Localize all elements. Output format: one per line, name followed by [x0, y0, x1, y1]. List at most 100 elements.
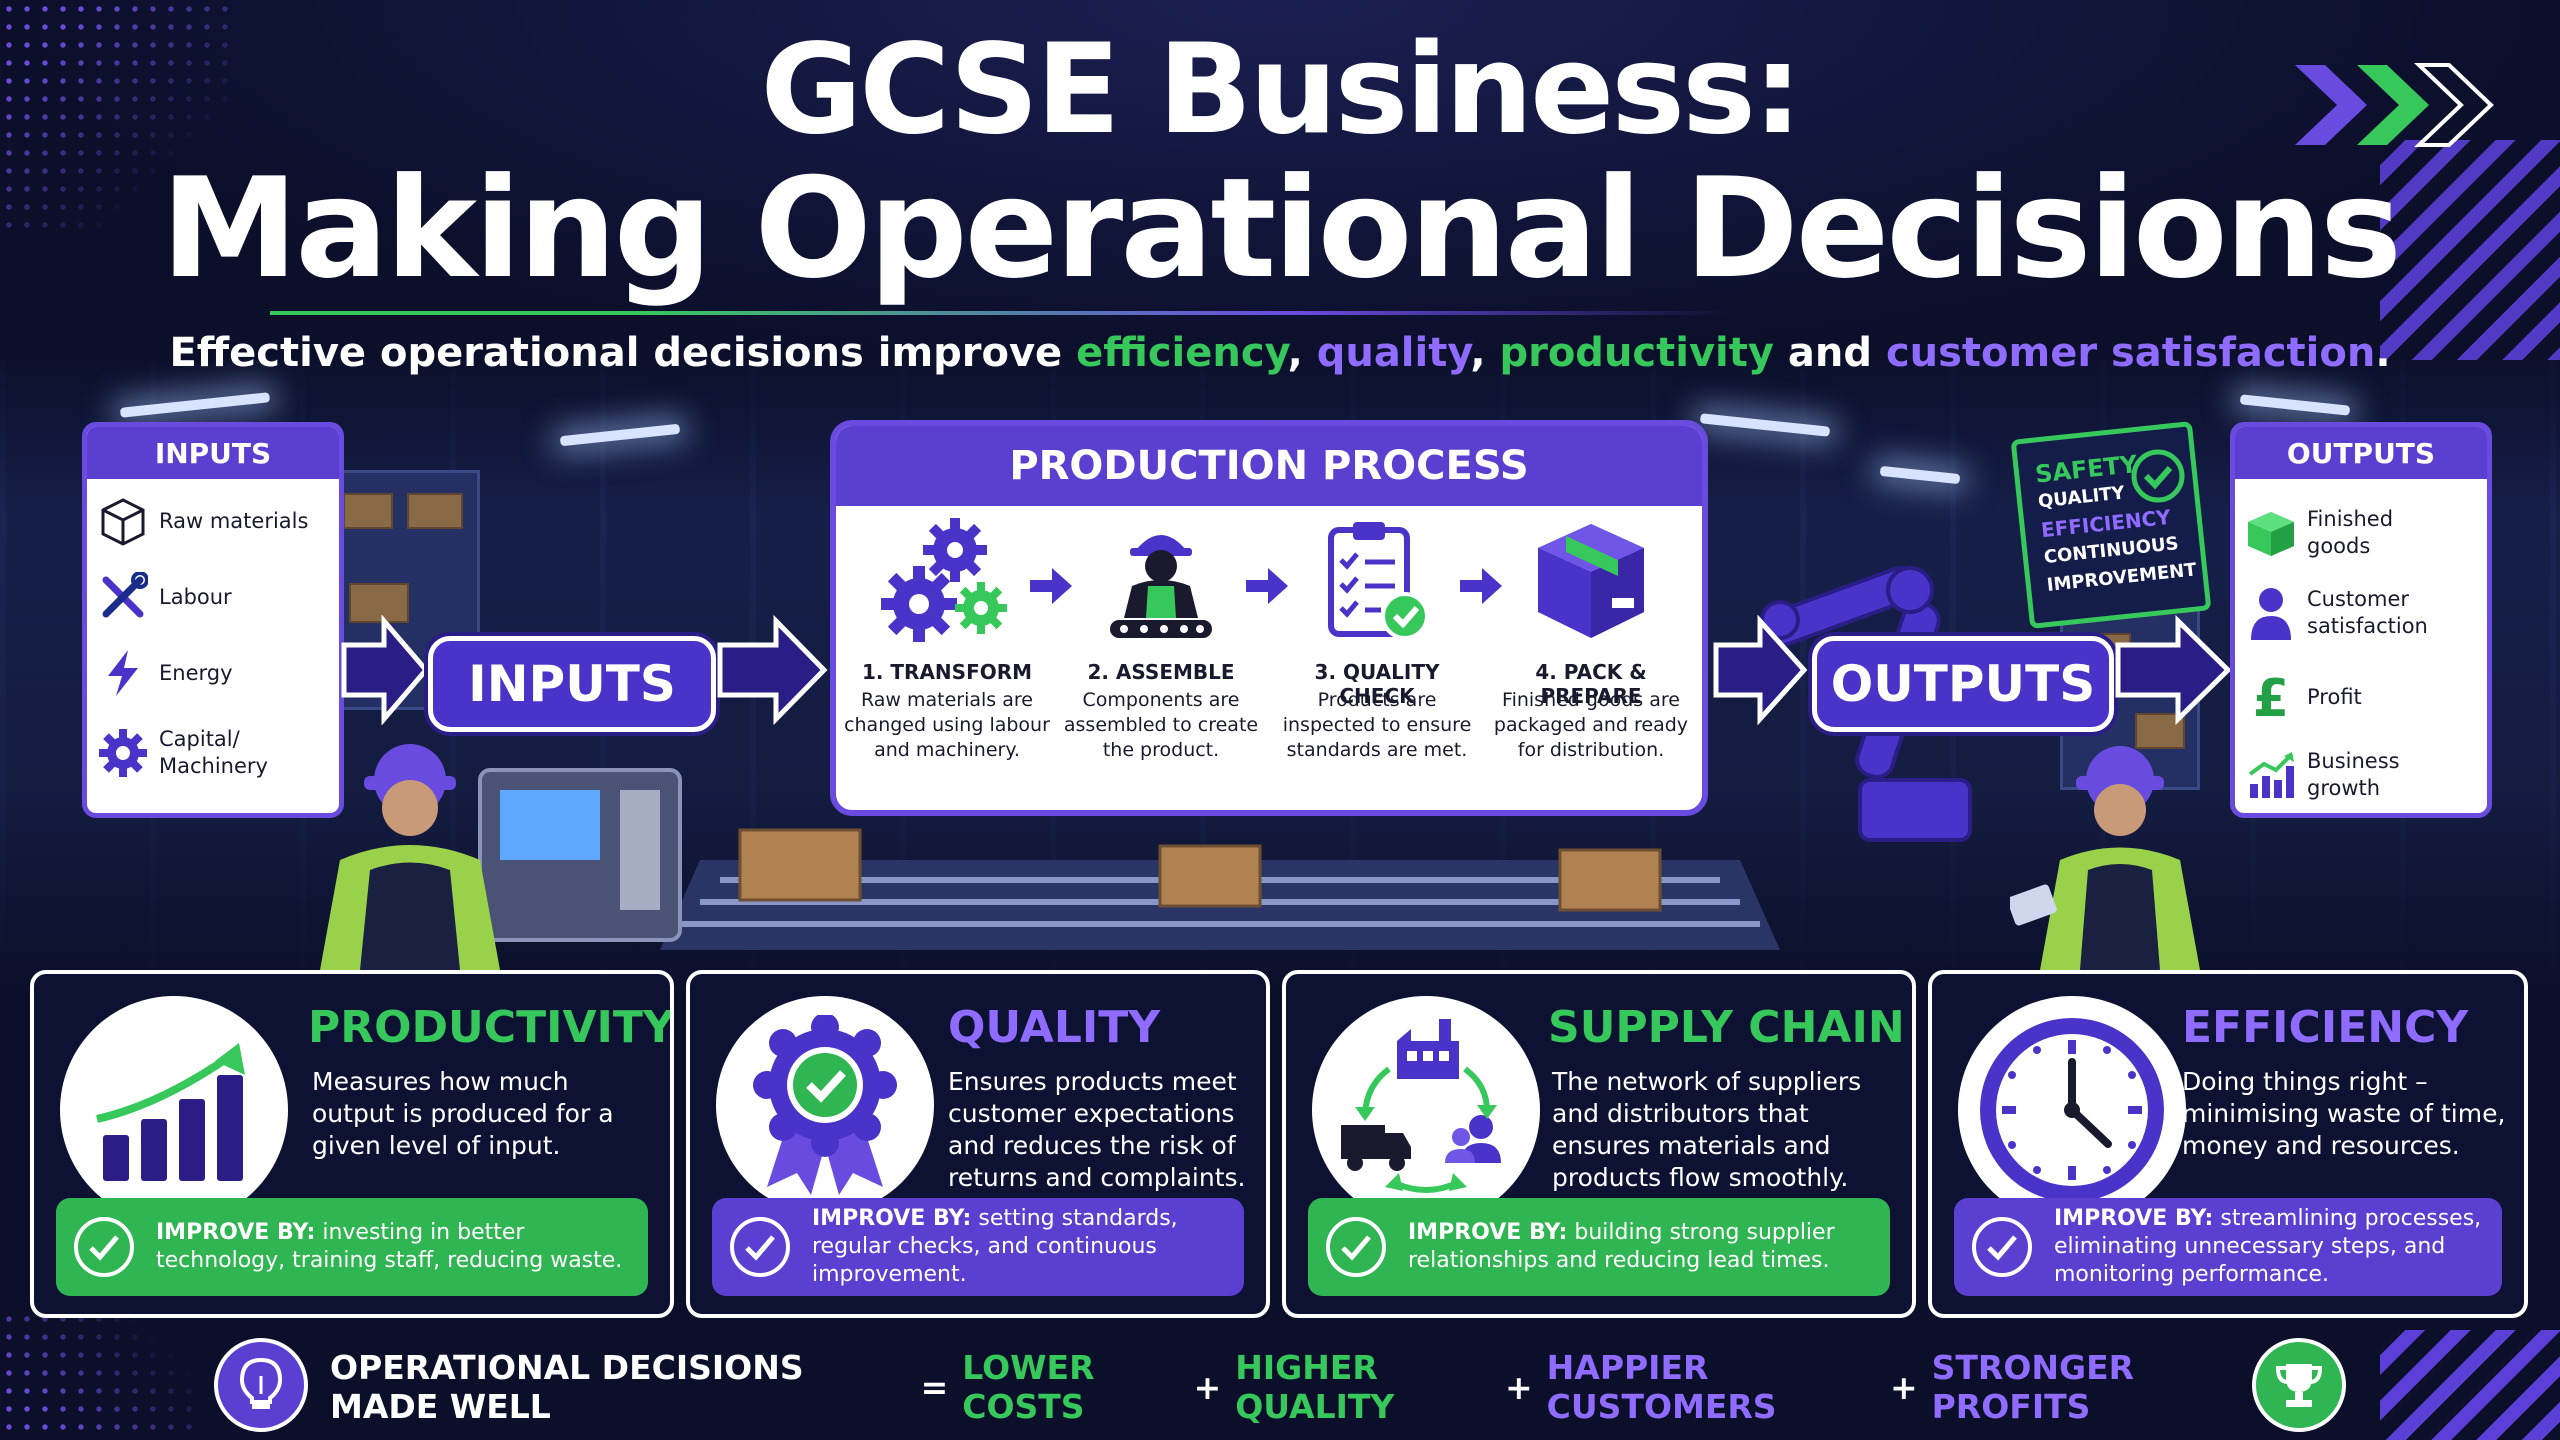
outputs-card: OUTPUTS Finished goods Customer satisfac… [2230, 422, 2492, 818]
inputs-item-label: Capital/ Machinery [159, 727, 268, 778]
gear-icon [99, 729, 147, 777]
step-arrow-icon [1460, 568, 1502, 604]
inputs-item-label: Labour [159, 584, 232, 609]
card-description: Measures how much output is produced for… [312, 1067, 614, 1160]
improve-detail: setting standards, regular checks, and c… [812, 1206, 1178, 1287]
improve-box: IMPROVE BY: streamlining processes, elim… [1954, 1198, 2502, 1296]
svg-text:£: £ [2253, 670, 2289, 724]
outputs-item-label: Finished goods [2307, 507, 2394, 558]
worker-icon [1110, 535, 1212, 638]
improve-detail: streamlining processes, eliminating unne… [2054, 1206, 2482, 1287]
flow-arrow [2115, 615, 2232, 725]
footer-equation: OPERATIONAL DECISIONS MADE WELL = LOWER … [330, 1342, 2250, 1432]
improve-box: IMPROVE BY: setting standards, regular c… [712, 1198, 1244, 1296]
growth-chart-icon [2248, 752, 2294, 798]
footer-plus: + [1193, 1367, 1222, 1407]
card-title: EFFICIENCY [2182, 1002, 2469, 1053]
inspector-illustration [2010, 746, 2200, 970]
header-background [0, 0, 2560, 370]
check-icon [2131, 449, 2185, 503]
step-title: 4. PACK & PREPARE [1535, 660, 1647, 708]
check-circle-icon [1972, 1217, 2032, 1277]
outputs-item: Business growth [2235, 745, 2487, 805]
improve-text: IMPROVE BY: streamlining processes, elim… [2054, 1205, 2502, 1289]
improve-label: IMPROVE BY: [156, 1220, 316, 1245]
subtitle-and: and [1787, 330, 1872, 376]
step-title: 2. ASSEMBLE [1087, 660, 1235, 684]
package-icon [1538, 524, 1644, 638]
process-step-quality-check: 3. QUALITY CHECK Products are inspected … [1274, 426, 1480, 810]
page-title-line1: GCSE Business: [760, 18, 1803, 162]
improve-label: IMPROVE BY: [2054, 1206, 2214, 1231]
subtitle-productivity: productivity [1499, 330, 1774, 376]
subtitle-efficiency: efficiency [1076, 330, 1288, 376]
check-circle-icon [730, 1217, 790, 1277]
productivity-icon-circle [60, 996, 288, 1224]
outputs-item: Finished goods [2235, 503, 2487, 563]
decorative-stripes [2380, 140, 2560, 360]
page-title-line2: Making Operational Decisions [160, 148, 2402, 309]
lightbulb-icon [214, 1338, 308, 1432]
award-badge-icon [753, 1015, 897, 1195]
outputs-item-label: Business growth [2307, 749, 2400, 800]
efficiency-card: EFFICIENCY Doing things right – minimisi… [1928, 970, 2528, 1318]
production-process-panel: PRODUCTION PROCESS [830, 420, 1708, 816]
step-description: Raw materials are changed using labour a… [844, 689, 1050, 761]
process-step-transform: 1. TRANSFORM Raw materials are changed u… [844, 426, 1050, 810]
decorative-stripes [2380, 1330, 2560, 1440]
trophy-icon [2252, 1338, 2346, 1432]
conveyor-belt [660, 828, 1780, 950]
clipboard-check-icon [1328, 522, 1429, 640]
step-description: Products are inspected to ensure standar… [1282, 689, 1472, 761]
pound-icon: £ [2253, 670, 2289, 724]
improve-box: IMPROVE BY: building strong supplier rel… [1308, 1198, 1890, 1296]
footer-stronger-profits: STRONGER PROFITS [1931, 1348, 2135, 1426]
bar-growth-icon [96, 1043, 245, 1181]
card-description: Ensures products meet customer expectati… [948, 1067, 1246, 1192]
productivity-card: PRODUCTIVITY Measures how much output is… [30, 970, 674, 1318]
cube-icon [101, 498, 145, 546]
box-icon [2248, 512, 2294, 556]
step-description: Components are assembled to create the p… [1063, 689, 1259, 761]
title-underline [640, 311, 1730, 315]
gears-icon [881, 518, 1007, 642]
improve-text: IMPROVE BY: setting standards, regular c… [812, 1205, 1244, 1289]
flow-arrow [341, 615, 430, 725]
footer-plus: + [1889, 1367, 1918, 1407]
production-process-title: PRODUCTION PROCESS [836, 426, 1702, 506]
step-arrow-icon [1030, 568, 1072, 604]
inputs-item: Capital/ Machinery [87, 723, 339, 783]
person-icon [2251, 588, 2291, 640]
footer-plus: + [1505, 1367, 1533, 1407]
inputs-item: Labour [87, 567, 339, 627]
step-title: 3. QUALITY CHECK [1314, 660, 1440, 708]
check-circle-icon [74, 1217, 134, 1277]
step-arrow-icon [1246, 568, 1288, 604]
check-circle-icon [1326, 1217, 1386, 1277]
ceiling-light [119, 392, 271, 418]
inputs-item: Energy [87, 643, 339, 703]
outputs-item: Customer satisfaction [2235, 583, 2487, 643]
supply-chain-icon-circle [1312, 996, 1540, 1224]
card-title: SUPPLY CHAIN [1548, 1002, 1905, 1053]
inputs-flow-pill: INPUTS [428, 636, 716, 732]
improve-detail: building strong supplier relationships a… [1408, 1220, 1835, 1273]
supply-chain-cycle-icon [1341, 1019, 1501, 1193]
card-description: The network of suppliers and distributor… [1552, 1067, 1862, 1192]
process-step-assemble: 2. ASSEMBLE Components are assembled to … [1058, 426, 1264, 810]
ceiling-light [559, 423, 681, 447]
flow-arrow [1713, 615, 1808, 725]
improve-label: IMPROVE BY: [1408, 1220, 1568, 1245]
outputs-flow-pill: OUTPUTS [1812, 636, 2114, 732]
improve-text: IMPROVE BY: investing in better technolo… [156, 1219, 648, 1275]
lightning-icon [108, 650, 138, 696]
decorative-dots [0, 0, 230, 230]
ceiling-light [2239, 394, 2351, 416]
subtitle-customer-satisfaction: customer satisfaction [1885, 330, 2376, 376]
footer-lower-costs: LOWER COSTS [962, 1348, 1095, 1426]
subtitle-quality: quality [1316, 330, 1471, 376]
ceiling-light [1699, 413, 1831, 437]
card-title: QUALITY [948, 1002, 1161, 1053]
inputs-card: INPUTS Raw materials Labour [82, 422, 344, 818]
clock-icon [1980, 1018, 2164, 1202]
